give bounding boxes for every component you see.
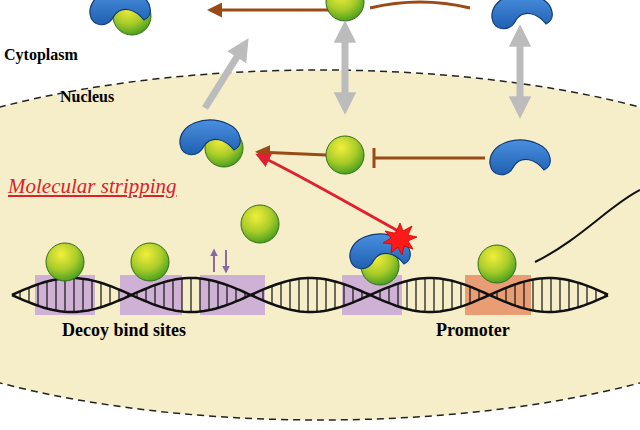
- region-label: Nucleus: [60, 88, 114, 106]
- base-pair: [28, 288, 29, 303]
- base-pair: [37, 284, 38, 305]
- base-pair: [559, 279, 560, 312]
- dna-strand: [12, 278, 608, 312]
- base-pair: [370, 294, 371, 296]
- base-pair: [343, 284, 344, 306]
- process-label: Molecular stripping: [8, 174, 177, 199]
- base-pair: [352, 288, 353, 303]
- base-pair: [397, 284, 398, 307]
- base-pair: [361, 291, 362, 298]
- base-pair: [190, 278, 191, 312]
- base-pair: [64, 278, 65, 311]
- base-pair: [316, 278, 317, 311]
- base-pair: [235, 289, 236, 302]
- base-pair: [514, 284, 515, 305]
- base-pair: [586, 286, 587, 305]
- base-pair: [406, 281, 407, 309]
- site-label: Promoter: [436, 320, 510, 341]
- base-pair: [91, 280, 92, 309]
- base-pair: [325, 279, 326, 310]
- region-label: Cytoplasm: [4, 46, 78, 64]
- base-pair: [604, 293, 605, 296]
- base-pair: [226, 285, 227, 305]
- base-pair: [55, 279, 56, 310]
- base-pair: [289, 280, 290, 309]
- base-pair: [109, 286, 110, 304]
- base-pair: [496, 292, 497, 299]
- base-pair: [271, 286, 272, 304]
- base-pair: [424, 278, 425, 312]
- site-label: Decoy bind sites: [62, 320, 186, 341]
- base-pair: [577, 283, 578, 308]
- base-pair: [73, 278, 74, 312]
- base-pair: [532, 280, 533, 311]
- base-pair: [145, 289, 146, 302]
- base-pair: [487, 294, 488, 295]
- base-pair: [136, 292, 137, 297]
- base-pair: [244, 292, 245, 297]
- base-pair: [550, 278, 551, 312]
- base-pair: [208, 280, 209, 310]
- base-pair: [154, 285, 155, 305]
- base-pair: [523, 282, 524, 309]
- base-pair: [388, 287, 389, 303]
- base-pair: [334, 281, 335, 308]
- base-pair: [217, 282, 218, 308]
- base-pair: [433, 278, 434, 312]
- base-pair: [460, 283, 461, 306]
- base-pair: [82, 279, 83, 312]
- base-pair: [181, 278, 182, 311]
- base-pair: [595, 289, 596, 300]
- base-pair: [199, 278, 200, 311]
- base-pair: [442, 279, 443, 311]
- base-pair: [469, 287, 470, 304]
- base-pair: [568, 280, 569, 309]
- base-pair: [163, 282, 164, 308]
- base-pair: [118, 290, 119, 301]
- base-pair: [541, 278, 542, 311]
- base-pair: [451, 281, 452, 309]
- base-pair: [298, 279, 299, 311]
- base-pair: [379, 291, 380, 300]
- base-pair: [253, 294, 254, 297]
- base-pair: [280, 283, 281, 307]
- nucleus-region: Nucleus: [60, 88, 114, 106]
- base-pair: [46, 281, 47, 308]
- base-pair: [478, 290, 479, 299]
- base-pair: [262, 290, 263, 301]
- dna-strand: [12, 278, 608, 312]
- base-pair: [307, 278, 308, 312]
- base-pair: [415, 279, 416, 311]
- base-pair: [505, 288, 506, 302]
- base-pair: [100, 283, 101, 307]
- base-pair: [19, 291, 20, 298]
- base-pair: [172, 280, 173, 310]
- base-pair: [127, 293, 128, 296]
